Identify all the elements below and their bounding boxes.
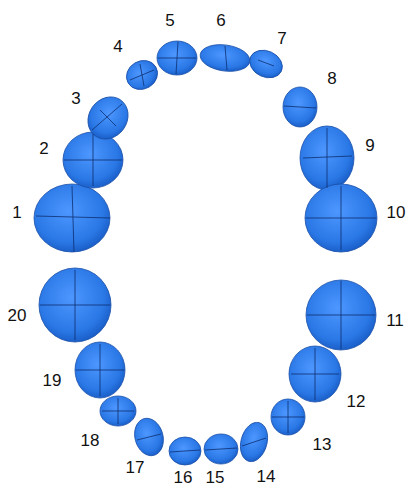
tooth	[34, 184, 110, 252]
tooth	[157, 41, 197, 75]
tooth	[283, 87, 317, 127]
tooth	[131, 415, 168, 459]
callout-number: 19	[43, 372, 62, 389]
callout-number: 9	[365, 137, 374, 154]
callout-number: 4	[113, 38, 122, 55]
callout-number: 11	[386, 312, 404, 329]
callout-number: 8	[327, 70, 336, 87]
callout-number: 17	[126, 459, 145, 476]
tooth-grooves	[36, 42, 376, 452]
tooth	[169, 437, 201, 465]
callout-number: 7	[277, 30, 286, 47]
tooth	[75, 342, 125, 398]
tooth	[236, 419, 271, 464]
callout-number: 18	[81, 432, 100, 449]
tooth	[100, 396, 136, 426]
tooth	[245, 45, 287, 83]
callout-number: 12	[347, 393, 366, 410]
tooth	[198, 42, 251, 75]
tooth	[306, 280, 376, 350]
tooth	[289, 346, 341, 402]
callout-number: 1	[12, 204, 21, 221]
tooth	[305, 184, 377, 252]
tooth	[80, 89, 136, 147]
tooth	[271, 399, 305, 435]
tooth	[300, 126, 354, 190]
callout-number: 2	[39, 140, 48, 157]
callout-number: 14	[257, 468, 276, 485]
callout-number: 15	[206, 469, 225, 486]
callout-number: 10	[387, 204, 406, 221]
tooth	[39, 268, 111, 342]
callout-number: 5	[165, 12, 174, 29]
callout-number: 6	[216, 12, 225, 29]
callout-number: 20	[8, 307, 27, 324]
callout-number: 3	[71, 90, 80, 107]
tooth	[121, 55, 163, 95]
callout-number: 13	[313, 436, 332, 453]
tooth	[63, 132, 123, 188]
callout-number: 16	[174, 469, 193, 486]
tooth	[204, 434, 238, 464]
